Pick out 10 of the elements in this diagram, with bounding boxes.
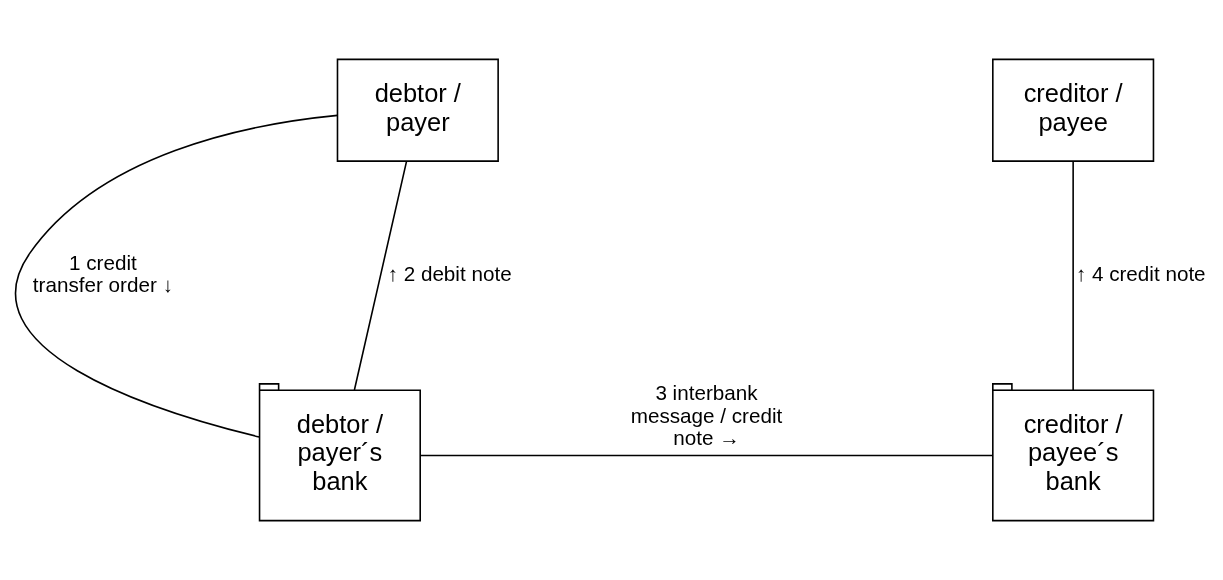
connector [419, 454, 994, 457]
edge-label: 1 credit transfer order ↓ [32, 250, 173, 297]
edge-label: ↑ 2 debit note [387, 262, 512, 286]
node-box: debtor / payer [336, 58, 499, 162]
connector [353, 160, 408, 391]
connector [1072, 160, 1074, 391]
node-box: creditor / payee [992, 58, 1155, 162]
edge-label: ↑ 4 credit note [1075, 262, 1206, 286]
edge-label: 3 interbank message / credit note → [630, 381, 783, 449]
connector [14, 114, 339, 438]
